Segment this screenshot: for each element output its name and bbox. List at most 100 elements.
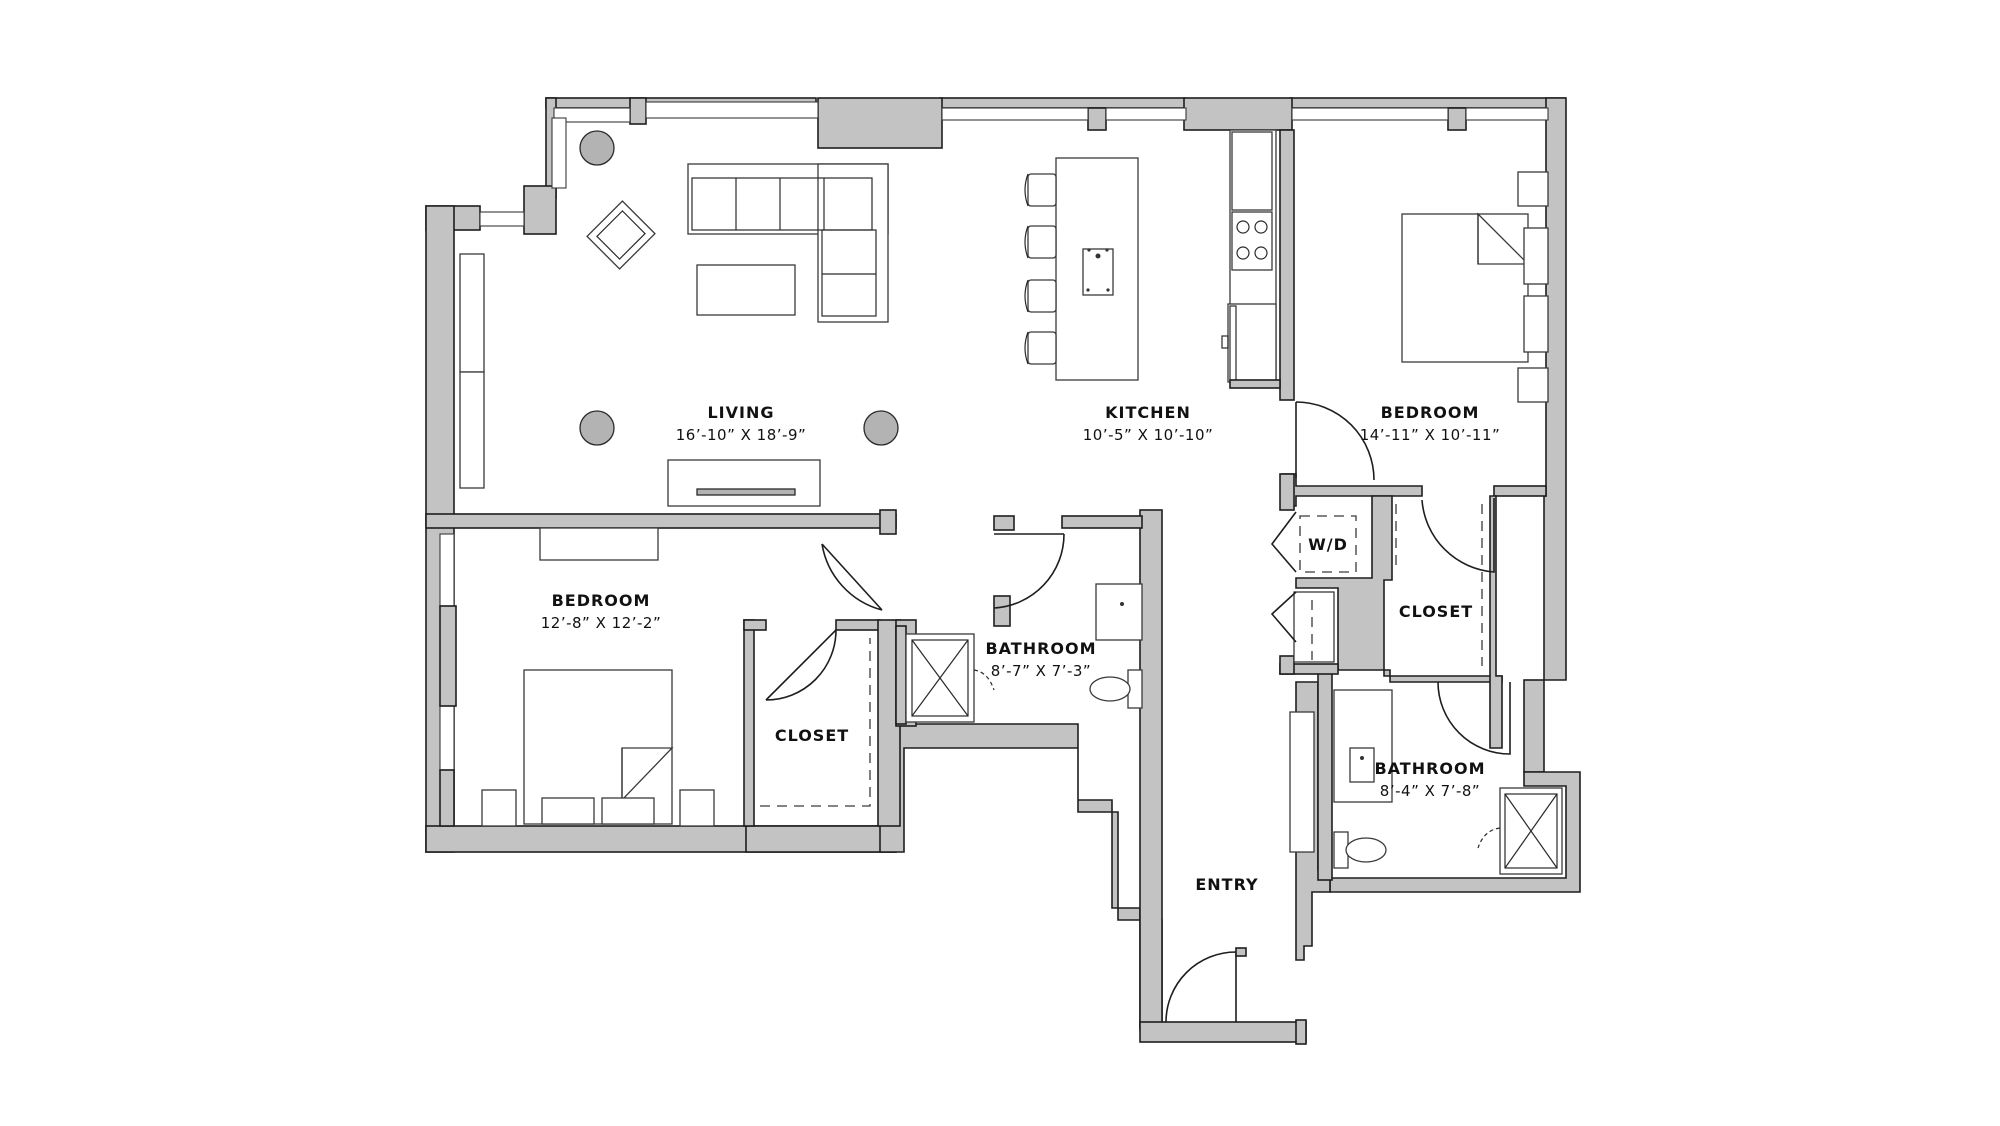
east-bedroom-south-wall bbox=[1281, 473, 1423, 507]
door-center-bathroom bbox=[993, 533, 1065, 609]
column-round-3 bbox=[863, 410, 899, 446]
laundry-west-bottom bbox=[1279, 655, 1295, 675]
washer-dryer-box bbox=[1299, 515, 1357, 573]
east-bedroom-south-wall-b bbox=[1493, 485, 1547, 497]
refrigerator bbox=[1227, 303, 1277, 383]
pillow-east-2 bbox=[1523, 295, 1549, 353]
nightstand-east-1 bbox=[1517, 171, 1549, 207]
walls bbox=[425, 97, 1581, 1045]
column-north-4 bbox=[1183, 97, 1293, 131]
window-north-5 bbox=[1465, 107, 1549, 121]
living-furniture bbox=[459, 130, 899, 507]
bench-west-2 bbox=[459, 371, 485, 489]
shower-center-inner bbox=[911, 639, 969, 717]
east-wall-lower bbox=[1523, 679, 1545, 773]
column-round-2 bbox=[579, 410, 615, 446]
sofa-sectional-return bbox=[817, 163, 889, 323]
entry-fixtures bbox=[1289, 711, 1315, 853]
label-bedroom-west-size: 12’-8” X 12’-2” bbox=[541, 614, 661, 632]
burner-4 bbox=[1254, 246, 1268, 260]
vanity-east-sink bbox=[1349, 747, 1375, 783]
closet-wall-top-1 bbox=[743, 619, 767, 631]
door-west-closet bbox=[765, 629, 837, 701]
column-north-5 bbox=[1447, 107, 1467, 131]
window-west-stub bbox=[479, 211, 525, 227]
door-laundry-bifold-2 bbox=[1270, 591, 1297, 643]
door-east-bedroom bbox=[1295, 401, 1375, 481]
east-bath-west-wall bbox=[1317, 669, 1333, 881]
central-south-wall bbox=[879, 723, 1163, 1029]
entry-west-wall bbox=[1139, 509, 1163, 1031]
column-west-1 bbox=[439, 605, 457, 707]
window-north-2 bbox=[941, 107, 1089, 121]
east-bathroom bbox=[1333, 689, 1563, 875]
label-bathroom-east-name: BATHROOM bbox=[1374, 759, 1485, 778]
north-wall-right bbox=[1289, 97, 1566, 109]
door-west-bedroom bbox=[821, 543, 883, 611]
column-north-1 bbox=[629, 97, 647, 125]
shower-east-door-swing bbox=[1477, 827, 1501, 849]
bath-shower-curb bbox=[895, 625, 907, 725]
shower-east-inner bbox=[1504, 793, 1558, 869]
window-north-1 bbox=[645, 101, 819, 119]
shower-east-line-2 bbox=[1504, 793, 1558, 869]
window-nw-2 bbox=[551, 117, 567, 189]
living-bedroom-partition bbox=[425, 513, 897, 529]
windows bbox=[439, 101, 1549, 827]
label-bedroom-west-name: BEDROOM bbox=[552, 591, 651, 610]
door-laundry-bifold-1 bbox=[1270, 511, 1297, 573]
entry-door-stub bbox=[1235, 947, 1247, 957]
entry-bench bbox=[1289, 711, 1315, 853]
label-bathroom-center-size: 8’-7” X 7’-3” bbox=[991, 662, 1091, 680]
label-living-size: 16’-10” X 18’-9” bbox=[676, 426, 807, 444]
north-wall-mid bbox=[939, 97, 1186, 109]
media-console bbox=[667, 459, 821, 507]
label-closet-east: CLOSET bbox=[1399, 602, 1473, 621]
dresser-west bbox=[539, 527, 659, 561]
burner-3 bbox=[1236, 246, 1250, 260]
label-laundry: W/D bbox=[1308, 535, 1348, 554]
south-wall-west-lower bbox=[745, 825, 897, 853]
label-entry: ENTRY bbox=[1195, 875, 1258, 894]
laundry-shelf bbox=[1293, 591, 1335, 663]
nw-wall-jog bbox=[523, 185, 557, 235]
pillow-west-2 bbox=[601, 797, 655, 825]
closet-west-rod bbox=[760, 638, 871, 807]
cooktop bbox=[1231, 211, 1273, 271]
laundry-west-top bbox=[1279, 473, 1295, 511]
bar-stools bbox=[1024, 173, 1057, 365]
door-entry bbox=[1165, 951, 1237, 1023]
column-north-3 bbox=[1087, 107, 1107, 131]
faucet-dot bbox=[1095, 253, 1101, 259]
shower-center-door-swing bbox=[973, 669, 995, 691]
label-bathroom-center-name: BATHROOM bbox=[985, 639, 1096, 658]
pillow-west-1 bbox=[541, 797, 595, 825]
closet-wall-top-2 bbox=[835, 619, 881, 631]
label-kitchen-size: 10’-5” X 10’-10” bbox=[1083, 426, 1214, 444]
nightstand-east-2 bbox=[1517, 367, 1549, 403]
armchair bbox=[586, 200, 656, 270]
toilet-center bbox=[1089, 669, 1143, 709]
toilet-east bbox=[1333, 831, 1387, 869]
bath-north-wall-a bbox=[993, 515, 1015, 531]
laundry-closet-block bbox=[1295, 495, 1503, 683]
nightstand-west-2 bbox=[679, 789, 715, 827]
bath-west-wall bbox=[993, 595, 1011, 627]
tv bbox=[696, 488, 796, 496]
label-bedroom-east-size: 14’-11” X 10’-11” bbox=[1360, 426, 1501, 444]
doors bbox=[765, 401, 1511, 1023]
fridge-handle bbox=[1221, 335, 1229, 349]
entry-south-stub bbox=[1295, 1019, 1307, 1045]
pillow-east-1 bbox=[1523, 227, 1549, 285]
burner-1 bbox=[1236, 220, 1250, 234]
window-west-1 bbox=[439, 533, 455, 607]
closets bbox=[760, 504, 1483, 807]
sofa-cushion-lines bbox=[691, 177, 877, 317]
faucet-knob-4 bbox=[1106, 288, 1110, 292]
label-bathroom-east-size: 8’-4” X 7’-8” bbox=[1380, 782, 1480, 800]
label-closet-west: CLOSET bbox=[775, 726, 849, 745]
column-north-2 bbox=[817, 97, 943, 149]
east-bedroom-furniture bbox=[1401, 171, 1549, 403]
faucet-knob-3 bbox=[1086, 288, 1090, 292]
